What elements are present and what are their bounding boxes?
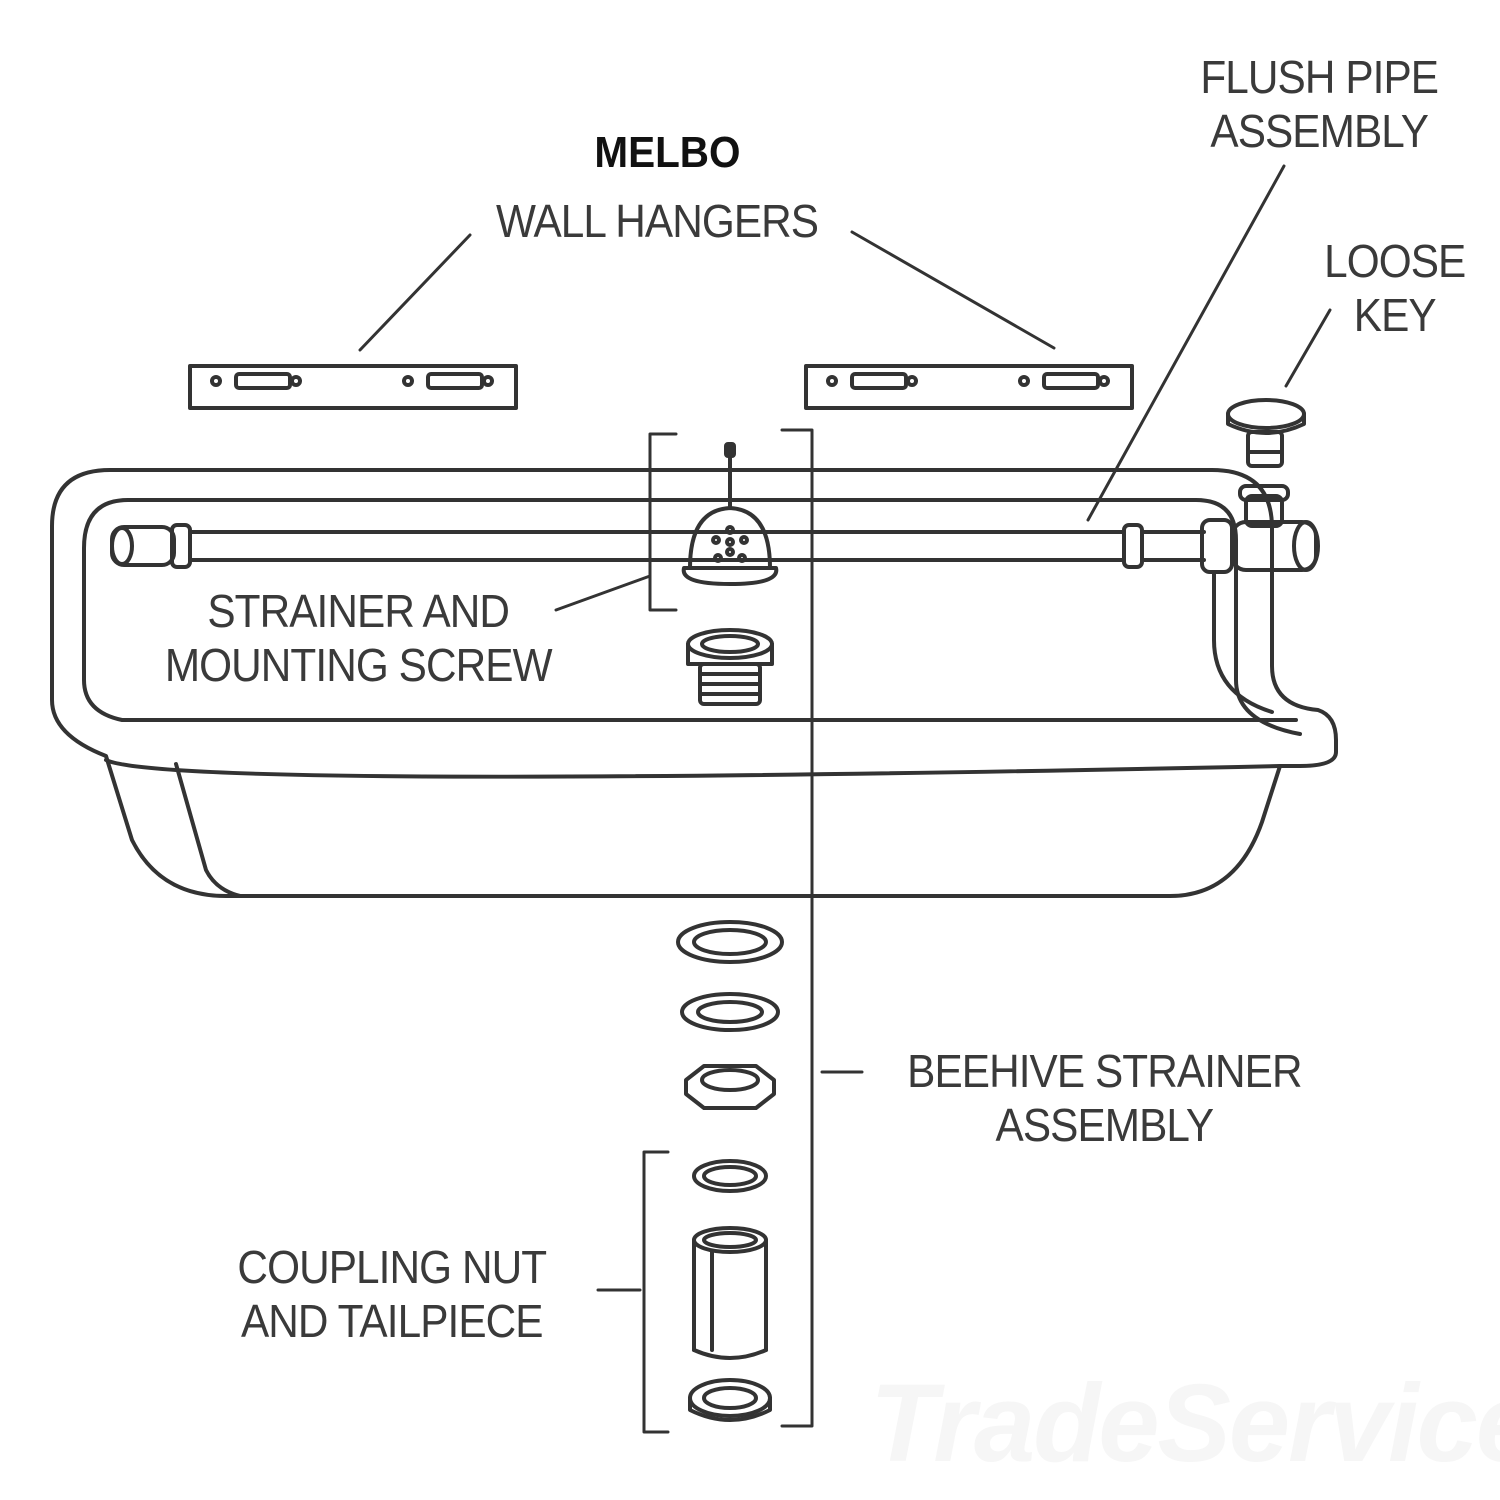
drain-body [686,628,774,706]
label-flush-pipe-assembly: FLUSH PIPE ASSEMBLY [1200,50,1439,158]
label-flush-pipe-line-1: FLUSH PIPE [1200,51,1439,103]
label-coupling-nut: COUPLING NUT AND TAILPIECE [237,1240,547,1348]
watermark: TradeService [870,1362,1500,1485]
label-loose-key: LOOSE KEY [1324,234,1466,342]
label-strainer-line-2: MOUNTING SCREW [164,639,553,691]
label-loose-key-line-1: LOOSE [1324,235,1466,287]
loose-key [1226,398,1306,468]
trough-basin [50,468,1338,898]
label-loose-key-line-2: KEY [1353,289,1437,341]
label-coupling-line-1: COUPLING NUT [237,1241,547,1293]
label-strainer-line-1: STRAINER AND [207,585,510,637]
wall-hanger-left [188,364,518,410]
label-wall-hangers: WALL HANGERS [496,195,819,247]
label-flush-pipe-line-2: ASSEMBLY [1210,105,1429,157]
brand-title: MELBO [594,128,741,177]
washers-and-nut [676,920,784,1110]
label-coupling-line-2: AND TAILPIECE [240,1295,544,1347]
leader-lines [358,164,1332,1292]
label-strainer-and-screw: STRAINER AND MOUNTING SCREW [164,584,553,692]
wall-hanger-right [804,364,1134,410]
brackets [642,428,814,1434]
label-beehive-line-2: ASSEMBLY [995,1099,1215,1151]
coupling-nut-tailpiece [688,1159,772,1422]
label-beehive-line-1: BEEHIVE STRAINER [907,1045,1302,1097]
flush-pipe [110,484,1320,574]
label-beehive-strainer: BEEHIVE STRAINER ASSEMBLY [907,1044,1302,1152]
beehive-strainer [681,442,779,586]
